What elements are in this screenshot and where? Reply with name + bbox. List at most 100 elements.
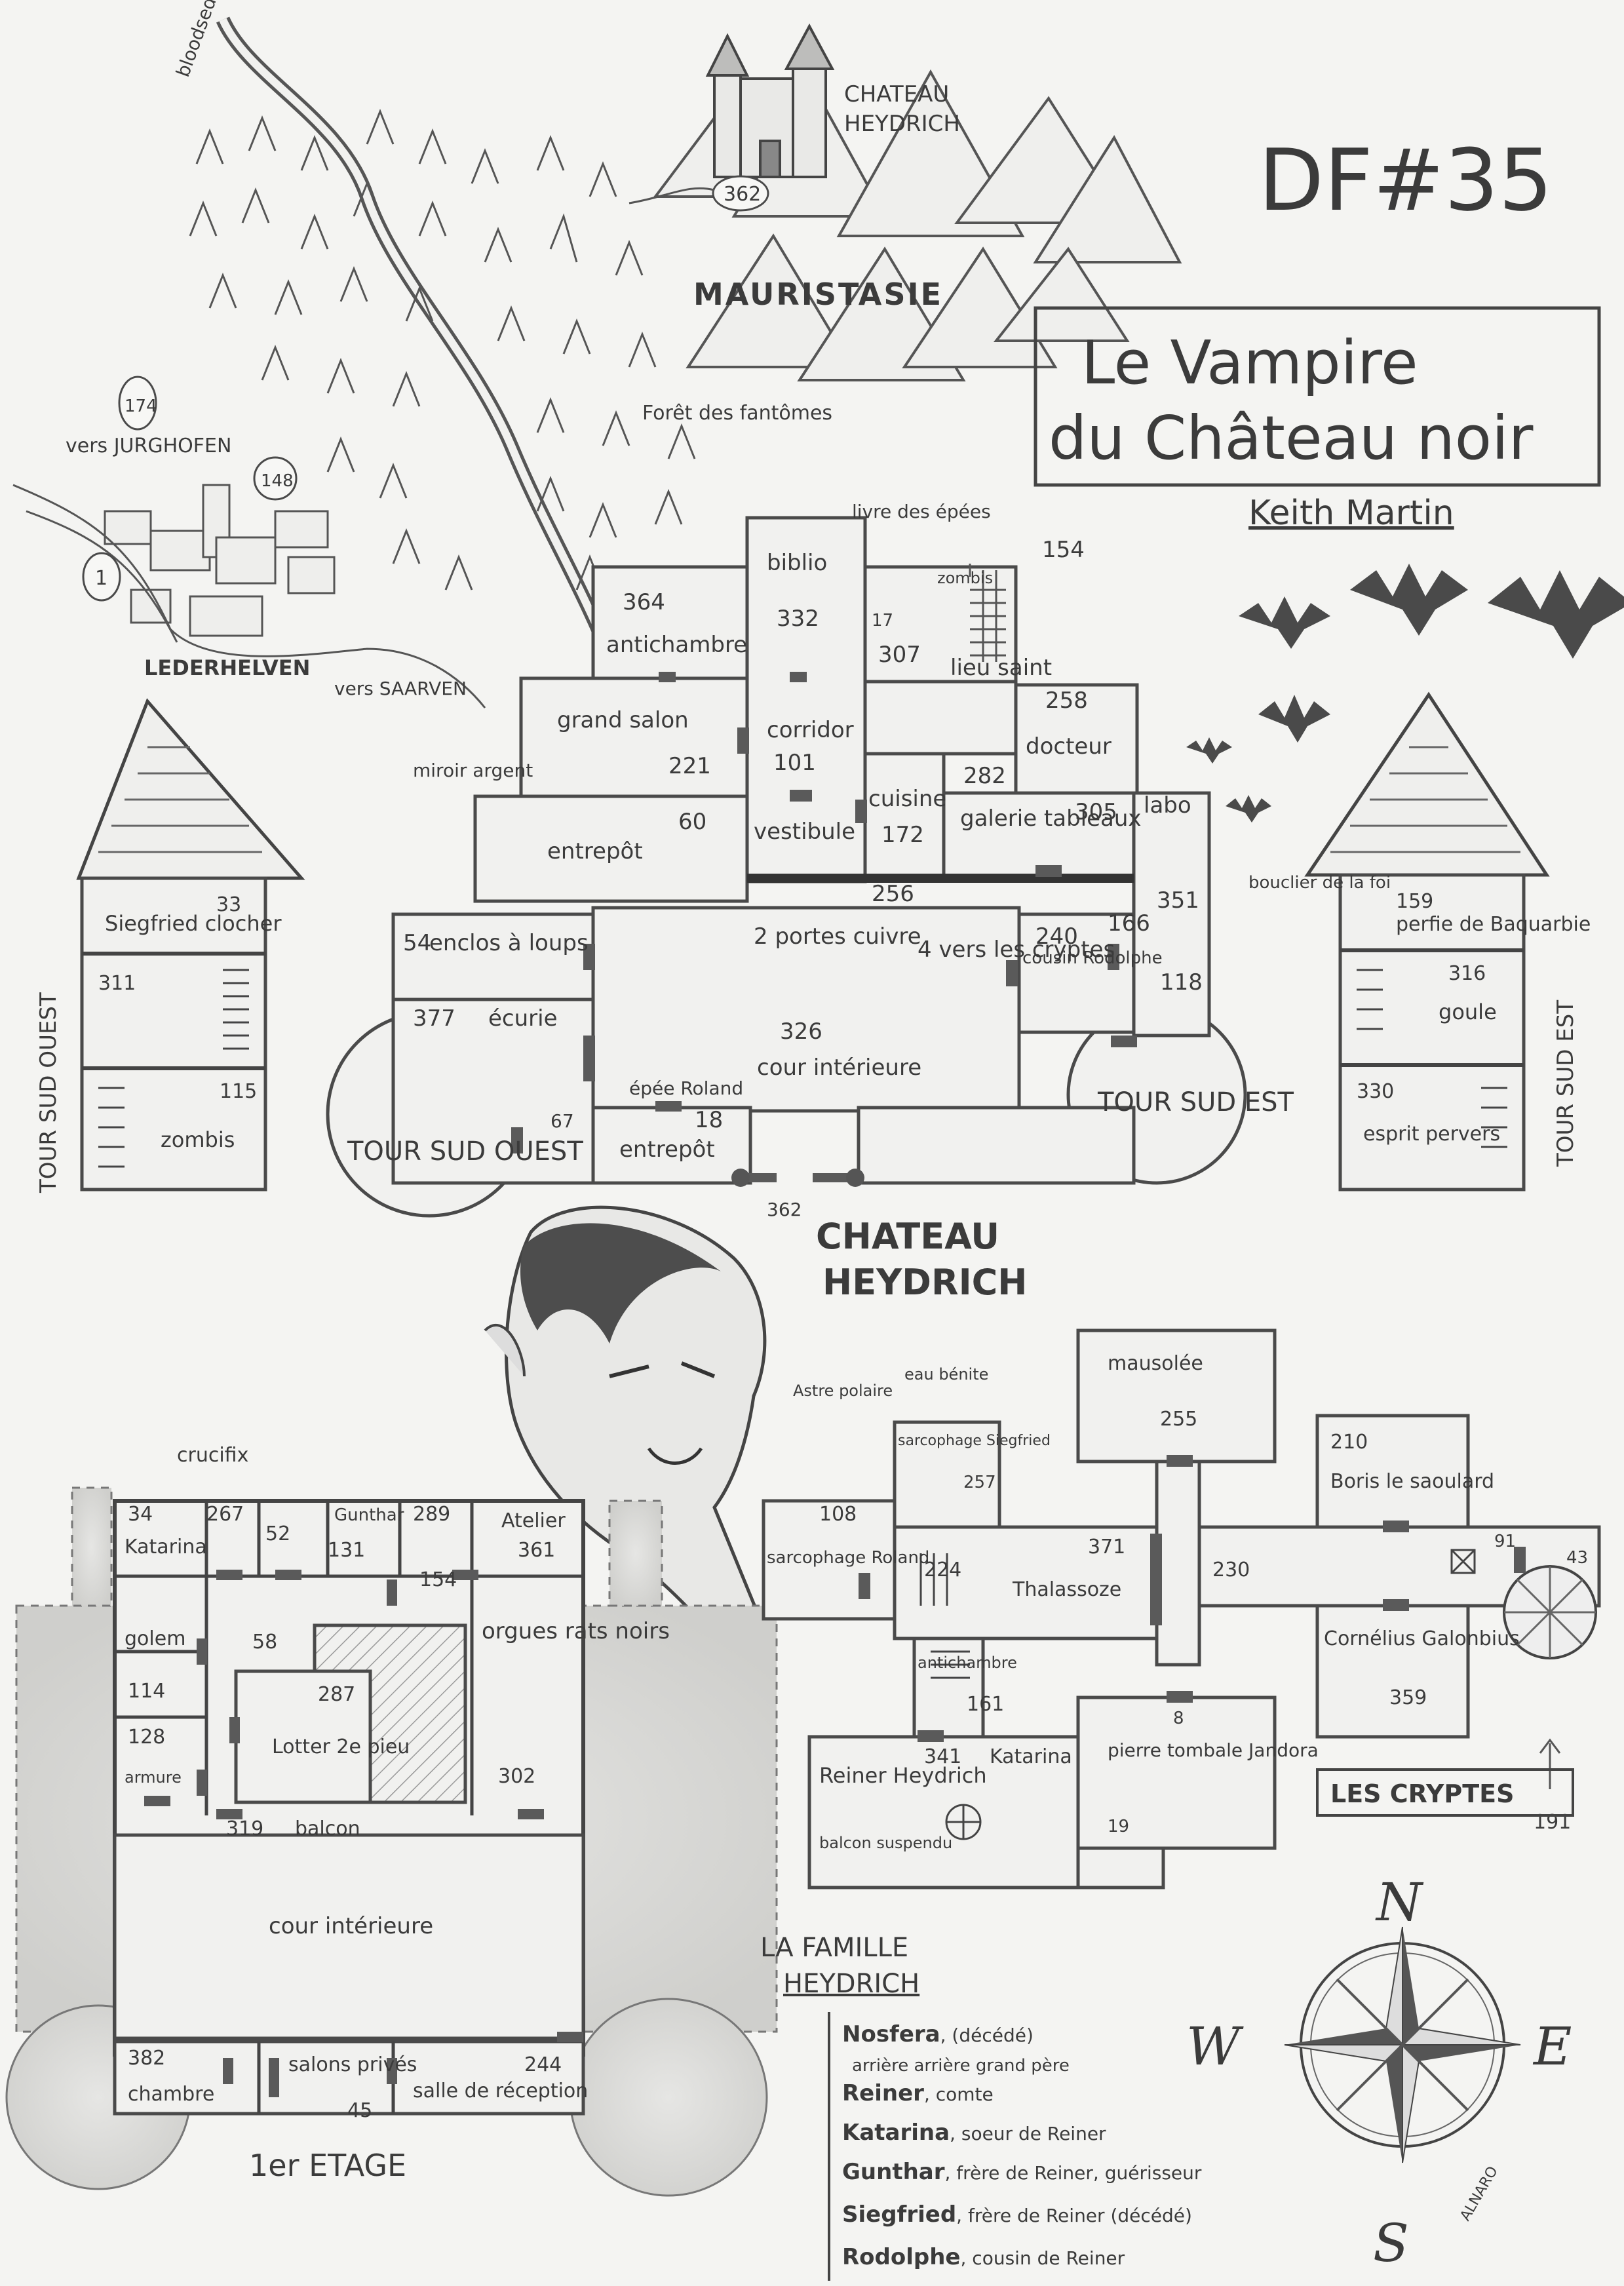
floor-room: salons privés [288,2053,417,2076]
tower-east-room: goule [1439,999,1497,1024]
crypt-room: pierre tombale Jandora [1108,1739,1319,1761]
crypt-ref: 43 [1566,1548,1588,1568]
floor-room: Gunthar [334,1505,404,1525]
crypt-ref: 371 [1088,1536,1125,1559]
tower-east-ref: 159 [1396,890,1433,913]
crypt-ref: 108 [819,1503,857,1526]
room-label: docteur [1026,733,1112,760]
castle-title-2: HEYDRICH [822,1262,1028,1303]
tower-se-label: TOUR SUD EST [1097,1087,1294,1117]
crypt-ref: 19 [1108,1817,1129,1836]
floor-room: balcon [295,1817,360,1840]
floor-room: orgues rats noirs [482,1618,670,1644]
title-block: DF#35 Le Vampire du Château noir Keith M… [1034,130,1601,533]
river-label: bloodsedge [172,0,228,80]
crypt-ref: 91 [1494,1532,1516,1551]
room-ref: 172 [881,822,924,848]
room-label: 4 vers les cryptes [918,937,1115,963]
crypt-ref: 161 [967,1693,1004,1716]
family-member: arrière arrière grand père [852,2056,1070,2076]
series-title: DF#35 [1258,130,1553,230]
room-label: écurie [488,1005,558,1032]
crypts-label-frame [1316,1768,1574,1817]
river [216,16,617,659]
room-ref: 332 [777,606,819,632]
room-label: cuisine [868,786,946,812]
room-label: épée Roland [629,1077,743,1099]
tower-east-room: perfie de Baquarbie [1396,913,1591,936]
floor-ref: 45 [347,2099,372,2122]
forest [189,108,696,617]
floor-room: salle de réception [413,2080,588,2102]
village-ref: 1 [95,567,107,590]
title-line-1: Le Vampire [1081,328,1418,398]
castle-ref: 362 [724,183,761,206]
room-label: cousin Rodolphe [1022,948,1163,968]
room-ref: 18 [695,1107,723,1133]
room-ref: 377 [413,1005,455,1032]
room-label: vestibule [754,819,855,845]
crypt-room: balcon suspendu [819,1834,952,1852]
room-ref: 118 [1160,969,1203,996]
family-member: Siegfried, frère de Reiner (décédé) [842,2201,1192,2228]
bat-icon [1226,795,1271,823]
crypt-room: Thalassoze [1012,1578,1121,1601]
floor-ref: 131 [328,1539,365,1562]
tower-west-side-label: TOUR SUD OUEST [35,992,62,1193]
ref-oval [712,175,769,212]
room-label: enclos à loups [429,930,589,956]
floor-ref: 114 [128,1680,165,1703]
floor-ref: 58 [252,1631,277,1654]
compass-rose: N S E W ALNARO [1186,1872,1572,2274]
family-member: Katarina, soeur de Reiner [842,2120,1106,2146]
family-member: Rodolphe, cousin de Reiner [842,2244,1125,2270]
room-ref: 54 [403,930,431,956]
floor-room: cour intérieure [269,1913,433,1939]
crypt-ref: 230 [1212,1559,1250,1581]
tower-east-room: esprit pervers [1363,1123,1500,1146]
crypt-ref: 8 [1173,1709,1184,1728]
crypt-room: mausolée [1108,1352,1203,1375]
ref-174: 174 [125,397,157,416]
crypt-ref: 257 [963,1473,996,1492]
crypt-ref: 210 [1330,1431,1368,1454]
vampire-portrait [484,1205,776,1660]
floor-room: Lotter 2e pieu [272,1735,410,1758]
room-label: grand salon [557,707,689,733]
room-ref: 258 [1045,688,1088,714]
to-jurghofen: vers JURGHOFEN [66,435,231,457]
tower-east-side-label: TOUR SUD EST [1553,1000,1579,1167]
floor-ref: 34 [128,1503,153,1526]
ref-148: 148 [261,471,294,491]
room-ref: 362 [767,1199,802,1220]
floor-ref: 302 [498,1765,535,1788]
compass-w: W [1186,2016,1244,2077]
crypts-label: LES CRYPTES [1330,1779,1514,1808]
compass-n: N [1375,1872,1424,1933]
crypt-room: Astre polaire [793,1382,893,1400]
room-ref: 307 [878,642,921,668]
floor-room: chambre [128,2083,214,2106]
floor-ref: 287 [318,1683,355,1706]
castle-label-1: CHATEAU [844,81,949,107]
tower-east-ref: 316 [1448,962,1486,985]
floor-ref: 319 [226,1817,263,1840]
bats [1186,564,1624,823]
floor-room: Katarina [125,1536,207,1559]
floor-ref: 289 [413,1503,450,1526]
overview-map: CHATEAU HEYDRICH 362 MAURISTASIE bloodse… [12,0,1182,708]
tower-west-ref: 115 [220,1080,257,1103]
floor-room: golem [125,1627,185,1650]
room-label: lieu saint [950,655,1052,681]
crypt-room: eau bénite [904,1365,988,1384]
compass-s: S [1373,2213,1409,2274]
first-floor: crucifix Katarina 34 267 52 Gunthar 131 … [5,1444,778,2197]
room-ref: 364 [623,589,665,615]
bat-icon [1258,695,1330,743]
room-label: biblio [767,550,827,576]
room-label: galerie tableaux [960,805,1142,832]
crucifix-label: crucifix [177,1444,248,1467]
floor-ref: 361 [518,1539,555,1562]
castle-label-2: HEYDRICH [844,111,960,137]
